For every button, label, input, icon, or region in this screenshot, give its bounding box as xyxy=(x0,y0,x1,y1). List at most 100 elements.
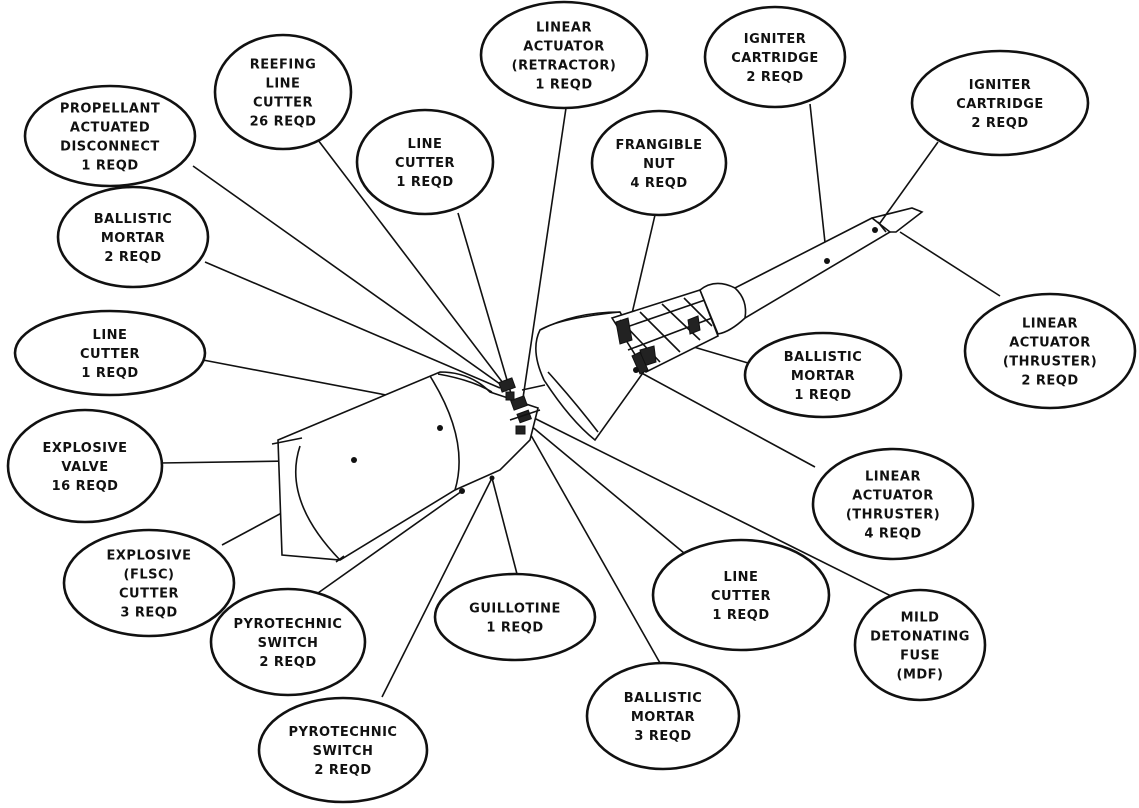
callout-label-line: CUTTER xyxy=(711,589,771,604)
callout-ellipse xyxy=(23,84,197,188)
callout-ellipse xyxy=(6,408,164,524)
callout-label-line: VALVE xyxy=(61,460,108,475)
callout-ellipse xyxy=(910,49,1090,157)
leader-line-linear-actuator-thruster-2 xyxy=(899,231,1001,297)
leader-line-ballistic-mortar-bottom xyxy=(527,429,661,664)
callout-ellipse xyxy=(355,108,495,216)
callout-label-line: EXPLOSIVE xyxy=(43,441,128,456)
callout-label-line: SWITCH xyxy=(313,744,374,759)
leader-line-propellant-actuated-disconnect xyxy=(192,165,501,385)
callout-label-line: 2 REQD xyxy=(259,655,316,670)
callout-label-line: 1 REQD xyxy=(712,608,769,623)
callout-label-line: EXPLOSIVE xyxy=(107,549,192,564)
callout-ellipse xyxy=(62,528,236,638)
leader-line-igniter-cartridge-2 xyxy=(874,141,939,231)
callout-ellipse xyxy=(213,33,353,151)
callout-label-line: MORTAR xyxy=(631,710,695,725)
service-module-forward-ring xyxy=(429,375,460,491)
callout-ellipse xyxy=(590,109,728,217)
callout-ellipse xyxy=(56,185,210,289)
callout-label-line: REEFING xyxy=(250,58,317,73)
callout-label-line: FRANGIBLE xyxy=(616,138,703,153)
callout-label-line: 1 REQD xyxy=(81,366,138,381)
callout-line-cutter-left: LINE CUTTER 1 REQD xyxy=(13,309,207,397)
callout-guillotine: GUILLOTINE 1 REQD xyxy=(433,572,597,662)
callout-propellant-actuated-disconnect: PROPELLANT ACTUATED DISCONNECT 1 REQD xyxy=(23,84,197,188)
leader-line-mild-detonating-fuse xyxy=(533,417,894,598)
callout-label-line: 1 REQD xyxy=(396,175,453,190)
callout-label-line: 2 REQD xyxy=(971,116,1028,131)
command-module xyxy=(535,311,646,442)
callout-linear-actuator-thruster-4: LINEAR ACTUATOR (THRUSTER) 4 REQD xyxy=(811,447,975,561)
callout-label-line: LINEAR xyxy=(1022,317,1078,332)
callout-label-line: 1 REQD xyxy=(794,388,851,403)
callout-label-line: PYROTECHNIC xyxy=(289,725,398,740)
leader-line-igniter-cartridge-1 xyxy=(809,103,828,262)
callout-ellipse xyxy=(13,309,207,397)
service-module-aft-edge xyxy=(294,445,341,561)
callout-label-line: IGNITER xyxy=(744,32,806,47)
callout-label-line: GUILLOTINE xyxy=(469,602,561,617)
callout-label-line: ACTUATOR xyxy=(852,489,934,504)
leader-line-linear-actuator-retractor xyxy=(522,107,567,399)
leader-line-guillotine xyxy=(491,477,518,575)
callout-label-line: 26 REQD xyxy=(250,115,317,130)
callout-ellipse xyxy=(853,588,987,702)
callout-label-line: PROPELLANT xyxy=(60,102,160,117)
callout-label-line: BALLISTIC xyxy=(94,212,172,227)
callout-label-line: 4 REQD xyxy=(864,527,921,542)
leader-line-linear-actuator-thruster-4 xyxy=(635,369,816,468)
callout-label-line: CUTTER xyxy=(80,347,140,362)
callout-ellipse xyxy=(209,587,367,697)
callout-line-cutter-bottom: LINE CUTTER 1 REQD xyxy=(651,538,831,652)
callout-label-line: ACTUATOR xyxy=(523,40,605,55)
callout-label-line: 3 REQD xyxy=(120,606,177,621)
callout-ellipse xyxy=(963,292,1137,410)
leader-line-pyrotechnic-switch-2 xyxy=(381,477,493,698)
callout-ellipse xyxy=(479,0,649,110)
callout-label-line: CARTRIDGE xyxy=(731,51,819,66)
callout-label-line: CUTTER xyxy=(119,587,179,602)
callout-label-line: ACTUATED xyxy=(70,121,150,136)
callout-label-line: 1 REQD xyxy=(81,159,138,174)
spacecraft-illustration xyxy=(271,207,924,563)
leader-line-ballistic-mortar-left xyxy=(204,261,501,389)
callout-ellipse xyxy=(703,5,847,109)
callout-label-line: IGNITER xyxy=(969,78,1031,93)
callout-label-line: (RETRACTOR) xyxy=(512,59,617,74)
callout-label-line: BALLISTIC xyxy=(624,691,702,706)
callout-label-line: DETONATING xyxy=(870,630,970,645)
callout-label-line: 2 REQD xyxy=(1021,374,1078,389)
callout-ellipse xyxy=(651,538,831,652)
callout-ellipse xyxy=(257,696,429,804)
callout-label-line: MORTAR xyxy=(101,231,165,246)
callout-explosive-flsc-cutter: EXPLOSIVE (FLSC) CUTTER 3 REQD xyxy=(62,528,236,638)
callout-label-line: (THRUSTER) xyxy=(846,508,940,523)
callout-label-line: LINE xyxy=(93,328,128,343)
callout-ellipse xyxy=(811,447,975,561)
callout-label-line: LINEAR xyxy=(536,21,592,36)
callout-label-line: 4 REQD xyxy=(630,176,687,191)
callout-label-line: (FLSC) xyxy=(124,568,175,583)
callout-label-line: LINE xyxy=(408,137,443,152)
callout-label-line: DISCONNECT xyxy=(60,140,160,155)
escape-motor xyxy=(699,217,892,335)
callout-label-line: SWITCH xyxy=(258,636,319,651)
callout-label-line: 1 REQD xyxy=(486,621,543,636)
callout-label-line: MILD xyxy=(901,611,940,626)
callout-label-line: LINE xyxy=(724,570,759,585)
callout-label-line: LINEAR xyxy=(865,470,921,485)
